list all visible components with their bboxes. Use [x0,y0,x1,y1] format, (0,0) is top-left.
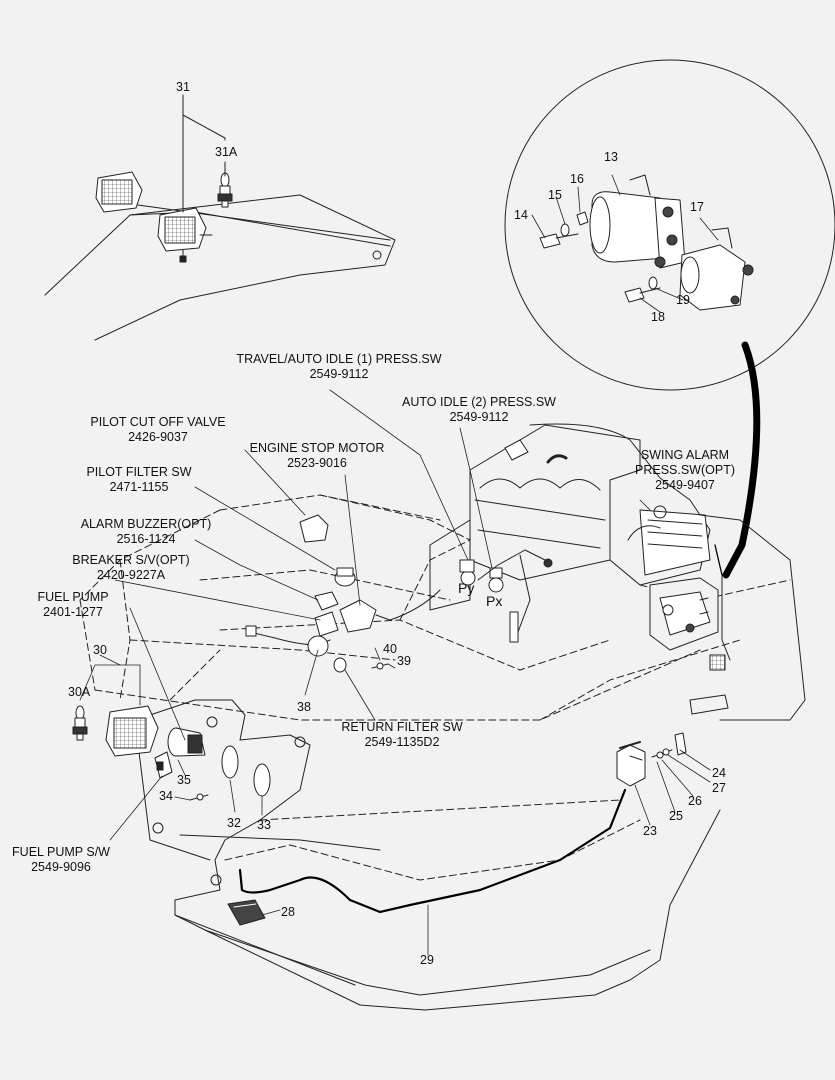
bulb-31a-icon [217,172,233,208]
callout-33: 33 [257,818,271,832]
boom-outline [44,194,396,341]
label-name: PILOT FILTER SW [86,465,192,479]
label-breaker-sv: BREAKER S/V(OPT) 2420-9227A [72,553,189,583]
lower-frame [134,699,721,1011]
work-lamp-30-icon [105,705,159,757]
callout-15: 15 [548,188,562,202]
counterweight-outline [699,514,806,721]
port-label-py: Py [458,580,475,596]
callout-29: 29 [420,953,434,967]
callout-18: 18 [651,310,665,324]
breaker-sv-icon [314,611,339,637]
callout-25: 25 [669,809,683,823]
bulb-30a-icon [72,705,88,741]
pilot-filter-sw-icon [334,567,356,587]
label-code: 2471-1155 [109,480,169,494]
label-name: ALARM BUZZER(OPT) [80,517,212,531]
fuel-pump-35-icon [167,727,206,757]
callout-31a: 31A [215,145,238,159]
py-switch-icon [459,559,476,586]
callout-17: 17 [690,200,704,214]
label-code: 2426-9037 [128,430,188,444]
label-code: 2401-1277 [43,605,103,619]
label-code: 2549-1135D2 [364,735,440,749]
swing-alarm-switch-icon [649,577,719,651]
callout-30a: 30A [68,685,91,699]
label-auto-idle-2: AUTO IDLE (2) PRESS.SW 2549-9112 [402,395,556,425]
label-code: 2420-9227A [96,568,166,582]
label-pilot-filter-sw: PILOT FILTER SW 2471-1155 [86,465,191,495]
callout-38: 38 [297,700,311,714]
callout-24: 24 [712,766,726,780]
label-name: FUEL PUMP [37,590,109,604]
pilot-cut-off-valve-icon [299,514,329,543]
vent-grid-icon [709,654,726,671]
callout-32: 32 [227,816,241,830]
callout-26: 26 [688,794,702,808]
label-pilot-cut-off-valve: PILOT CUT OFF VALVE 2426-9037 [90,415,225,445]
label-code: 2549-9407 [655,478,715,492]
label-name: TRAVEL/AUTO IDLE (1) PRESS.SW [236,352,442,366]
label-name: PILOT CUT OFF VALVE [90,415,226,429]
label-fuel-pump: FUEL PUMP 2401-1277 [37,590,108,620]
label-code: 2523-9016 [287,456,347,470]
label-return-filter-sw: RETURN FILTER SW 2549-1135D2 [341,720,462,750]
label-name: AUTO IDLE (2) PRESS.SW [402,395,556,409]
label-engine-stop-motor: ENGINE STOP MOTOR 2523-9016 [250,441,385,471]
callout-16: 16 [570,172,584,186]
callout-31: 31 [176,80,190,94]
callout-35: 35 [177,773,191,787]
label-swing-alarm: SWING ALARM PRESS.SW(OPT) 2549-9407 [635,448,735,493]
label-alarm-buzzer: ALARM BUZZER(OPT) 2516-1124 [81,517,212,547]
label-code: 2549-9112 [309,367,369,381]
label-code: 2549-9096 [31,860,91,874]
engine-block [429,423,711,611]
work-lamp-31-icon [95,171,213,263]
label-fuel-pump-sw: FUEL PUMP S/W 2549-9096 [12,845,110,875]
label-name-line1: SWING ALARM [640,448,730,462]
callout-30: 30 [93,643,107,657]
label-name: RETURN FILTER SW [341,720,463,734]
callout-23: 23 [643,824,657,838]
port-label-px: Px [486,593,503,609]
label-name: FUEL PUMP S/W [12,845,110,859]
fuel-pump-switch-icon [154,751,173,779]
label-name: ENGINE STOP MOTOR [249,441,385,455]
label-name: BREAKER S/V(OPT) [72,553,190,567]
upper-frame-dashed [79,494,791,721]
px-switch-icon [488,567,504,593]
handle-icon [689,694,729,715]
fuel-filter-23-icon [616,741,646,787]
callout-19: 19 [676,293,690,307]
engine-stop-motor-icon [339,589,441,633]
callout-28: 28 [281,905,295,919]
callout-40: 40 [383,642,397,656]
fuel-sensor-28-icon [227,899,266,926]
callout-34: 34 [159,789,173,803]
callout-14: 14 [514,208,528,222]
label-travel-auto-idle-1: TRAVEL/AUTO IDLE (1) PRESS.SW 2549-9112 [236,352,441,382]
detail-circle [504,59,835,391]
label-code: 2549-9112 [449,410,509,424]
callout-27: 27 [712,781,726,795]
fuel-line-29 [238,788,627,914]
alarm-buzzer-icon [314,591,339,611]
label-code: 2516-1124 [116,532,176,546]
callout-39: 39 [397,654,411,668]
label-name-line2: PRESS.SW(OPT) [634,463,736,477]
lower-frame-dashed [224,799,641,881]
callout-13: 13 [604,150,618,164]
